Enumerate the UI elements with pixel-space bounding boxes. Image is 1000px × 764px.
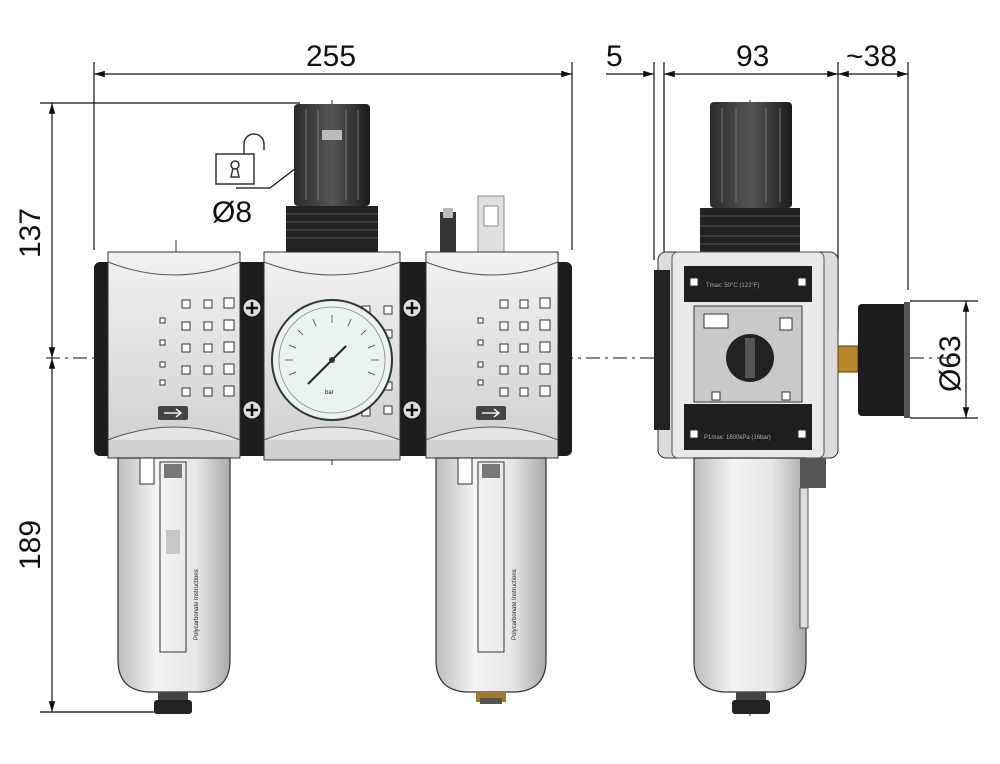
side-knob (710, 102, 792, 208)
front-view: bar Polycarbonate Instructions Polycarbo… (94, 104, 572, 714)
dim-lock-hole: Ø8 (212, 196, 252, 229)
temp-plate: Tmax: 50°C (122°F) (706, 283, 759, 289)
gauge-unit: bar (325, 390, 334, 396)
gauge-needle (307, 345, 347, 385)
dim-depth: 93 (736, 40, 769, 73)
dim-height-bottom: 189 (14, 520, 47, 570)
regulator-bonnet (286, 206, 378, 252)
clamp-screws (242, 298, 422, 420)
dim-gauge-diameter: Ø63 (934, 335, 967, 392)
pressure-gauge: bar (271, 299, 393, 421)
side-gauge (858, 304, 908, 416)
regulator-knob (294, 104, 370, 206)
dim-width-total: 255 (306, 40, 356, 73)
dimension-lines (40, 62, 978, 713)
dim-gap: 5 (606, 40, 623, 73)
lubricator-bowl: Polycarbonate Instructions (435, 457, 547, 704)
padlock-icon (215, 133, 265, 185)
dim-height-top: 137 (14, 208, 47, 258)
pressure-plate: P1max: 1600kPa (16bar) (704, 435, 771, 441)
side-view: Tmax: 50°C (122°F) P1max: 1600kPa (16bar… (654, 102, 910, 714)
filter-bowl-text: Polycarbonate Instructions (194, 569, 200, 640)
dim-gauge-protrusion: ~38 (846, 40, 897, 73)
lubricator-bowl-text: Polycarbonate Instructions (512, 569, 518, 640)
filter-bowl: Polycarbonate Instructions (117, 457, 231, 714)
